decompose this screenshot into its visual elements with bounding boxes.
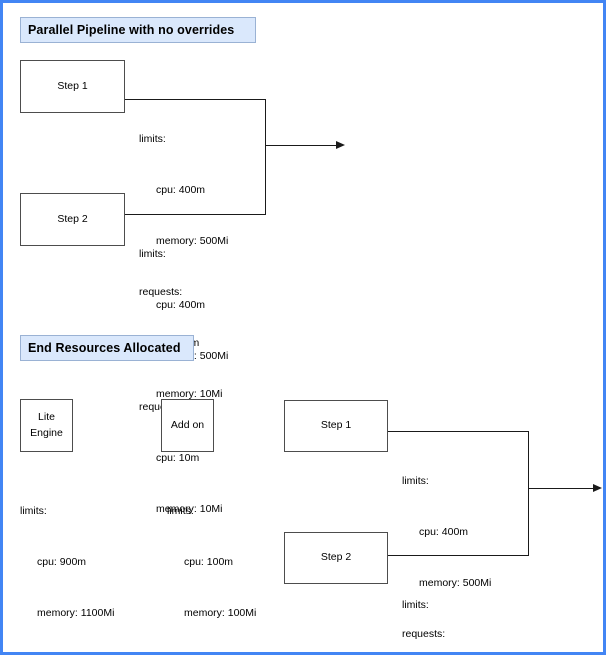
- node-label-line-2: Engine: [30, 426, 63, 439]
- limits-memory: memory: 500Mi: [419, 577, 492, 589]
- requests-memory: memory: 10Mi: [156, 503, 223, 515]
- connector-top-step2-horizontal: [125, 214, 266, 215]
- limits-cpu: cpu: 400m: [402, 648, 491, 652]
- connector-bottom-step2-horizontal: [388, 555, 529, 556]
- limits-cpu: cpu: 400m: [156, 184, 206, 196]
- limits-label: limits:: [20, 505, 47, 517]
- node-lite-engine[interactable]: Lite Engine: [20, 399, 73, 452]
- node-label: Step 2: [320, 551, 352, 564]
- connector-bottom-merge-vertical: [528, 431, 529, 556]
- connector-top-step1-horizontal: [125, 99, 266, 100]
- node-label: Step 1: [320, 419, 352, 432]
- arrow-head-icon-top-output: [336, 141, 345, 149]
- node-bottom-step-2[interactable]: Step 2: [284, 532, 388, 584]
- connector-bottom-step1-horizontal: [388, 431, 529, 432]
- node-add-on[interactable]: Add on: [161, 399, 214, 452]
- section-badge-label: End Resources Allocated: [28, 341, 181, 355]
- limits-cpu: cpu: 900m: [37, 556, 87, 568]
- connector-top-output-horizontal: [265, 145, 337, 146]
- requests-memory: memory: 10Mi: [156, 388, 223, 400]
- limits-cpu: cpu: 400m: [156, 299, 206, 311]
- node-label-wrapper: Lite Engine: [30, 410, 63, 440]
- connector-bottom-output-horizontal: [528, 488, 594, 489]
- limits-memory: memory: 100Mi: [184, 607, 257, 619]
- arrow-head-icon-bottom-output: [593, 484, 602, 492]
- requests-label: requests:: [139, 286, 183, 298]
- resources-lite-engine: limits: cpu: 900m memory: 1100Mi request…: [20, 469, 115, 652]
- node-label-line-1: Lite: [38, 411, 55, 424]
- section-badge-label: Parallel Pipeline with no overrides: [28, 23, 235, 37]
- limits-label: limits:: [139, 133, 166, 145]
- node-label: Step 2: [57, 212, 88, 225]
- limits-label: limits:: [402, 475, 429, 487]
- node-label: Add on: [170, 418, 205, 431]
- resources-bottom-step-2: limits: cpu: 400m memory: 500Mi requests…: [402, 563, 491, 652]
- section-badge-end-resources: End Resources Allocated: [20, 335, 194, 361]
- connector-top-merge-vertical: [265, 99, 266, 215]
- limits-cpu: cpu: 100m: [184, 556, 234, 568]
- requests-cpu: cpu: 10m: [156, 452, 200, 464]
- limits-memory: memory: 1100Mi: [37, 607, 115, 619]
- limits-label: limits:: [139, 248, 166, 260]
- limits-cpu: cpu: 400m: [419, 526, 469, 538]
- resources-bottom-step-1: limits: cpu: 400m memory: 500Mi requests…: [402, 439, 492, 652]
- limits-memory: memory: 500Mi: [156, 235, 229, 247]
- section-badge-parallel-pipeline: Parallel Pipeline with no overrides: [20, 17, 256, 43]
- limits-label: limits:: [167, 505, 194, 517]
- node-label: Step 1: [57, 79, 88, 92]
- node-top-step-2[interactable]: Step 2: [20, 193, 125, 246]
- node-bottom-step-1[interactable]: Step 1: [284, 400, 388, 452]
- resources-add-on: limits: cpu: 100m memory: 100Mi requests…: [167, 469, 257, 652]
- requests-label: requests:: [402, 628, 446, 640]
- node-top-step-1[interactable]: Step 1: [20, 60, 125, 113]
- limits-label: limits:: [402, 599, 429, 611]
